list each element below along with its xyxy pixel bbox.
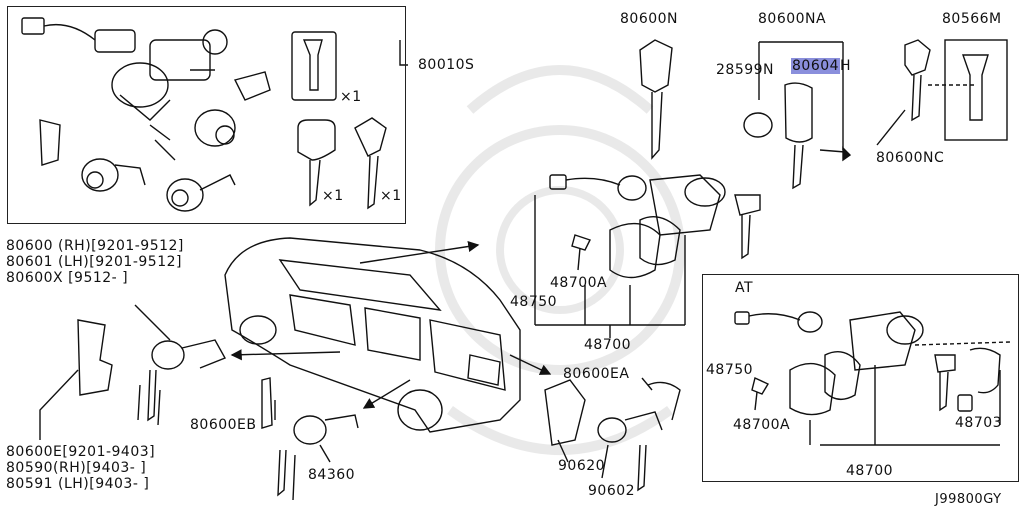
part-suffix: H [840,58,852,74]
part-label-80600X[interactable]: 80600X [9512- ] [6,270,129,286]
part-label-48700-at[interactable]: 48700 [846,463,894,479]
ignition-kit-drawing [21,17,387,212]
part-label-84360[interactable]: 84360 [308,467,356,483]
part-label-80600N[interactable]: 80600N [620,11,679,27]
part-label-80591[interactable]: 80591 (LH)[9403- ] [6,476,150,492]
part-label-80010S[interactable]: 80010S [418,57,475,73]
part-label-48700A-at[interactable]: 48700A [733,417,791,433]
at-box [702,274,1019,482]
at-ignition-drawing [734,311,1011,446]
part-label-80600NA[interactable]: 80600NA [758,11,827,27]
part-label-80600NC[interactable]: 80600NC [876,150,945,166]
diagram-code: J99800GY [935,492,1002,507]
part-label-28599N[interactable]: 28599N [716,62,775,78]
watermark-emblem [435,65,685,455]
qty-key-2: ×1 [380,188,402,204]
part-label-80600-rh[interactable]: 80600 (RH)[9201-9512] [6,238,184,254]
part-label-48750[interactable]: 48750 [510,294,558,310]
part-label-80566M[interactable]: 80566M [942,11,1002,27]
part-label-48700[interactable]: 48700 [584,337,632,353]
part-label-48700A[interactable]: 48700A [550,275,608,291]
highlighted-part-number: 80604 [791,58,841,74]
part-label-48703[interactable]: 48703 [955,415,1003,431]
ignition-assembly-drawing [549,174,761,279]
part-label-80601-lh[interactable]: 80601 (LH)[9201-9512] [6,254,182,270]
qty-card: ×1 [340,89,362,105]
part-label-80600EB[interactable]: 80600EB [190,417,257,433]
kit-box-80010S [7,6,406,224]
part-label-80590[interactable]: 80590(RH)[9403- ] [6,460,147,476]
vehicle-body-drawing [224,237,521,433]
part-label-48750-at[interactable]: 48750 [706,362,754,378]
part-label-80600EA[interactable]: 80600EA [563,366,630,382]
qty-key-1: ×1 [322,188,344,204]
part-label-90602[interactable]: 90602 [588,483,636,499]
part-label-80600E[interactable]: 80600E[9201-9403] [6,444,156,460]
at-section-label: AT [735,280,754,296]
part-label-90620[interactable]: 90620 [558,458,606,474]
part-label-80604H[interactable]: 80604H [791,58,851,74]
